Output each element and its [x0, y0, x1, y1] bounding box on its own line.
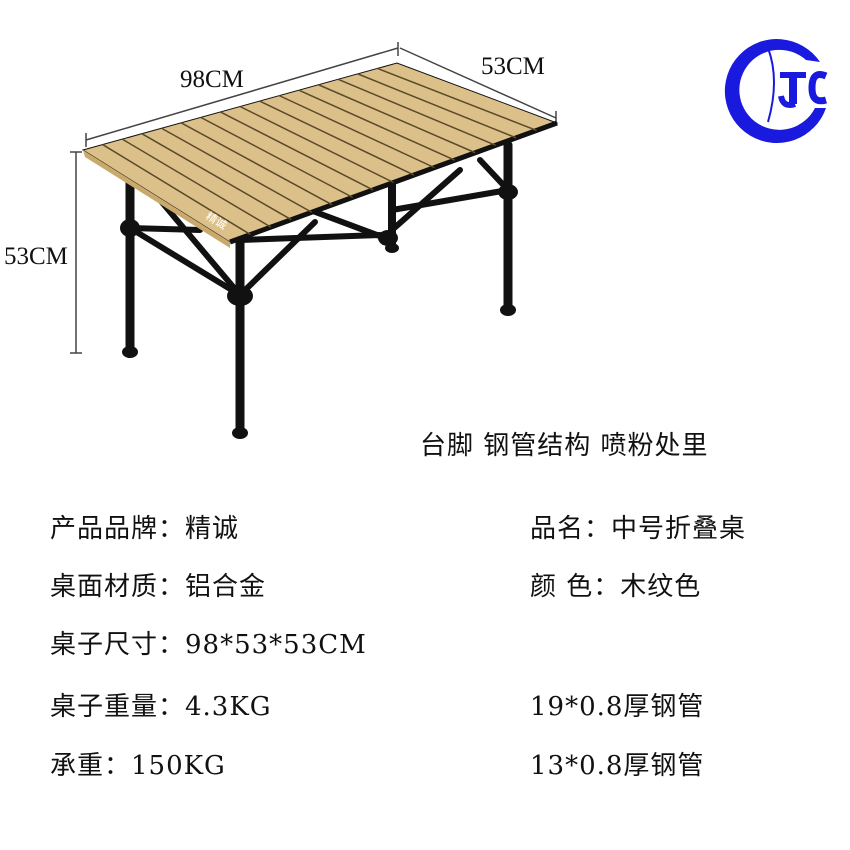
spec-color: 颜 色：木纹色: [530, 572, 702, 602]
slat-line: [278, 94, 435, 169]
slat-line: [200, 116, 353, 199]
slat-line: [259, 100, 415, 176]
slat-line: [377, 67, 537, 132]
spec-size: 桌子尺寸：98*53*53CM: [50, 630, 367, 660]
spec-load: 承重：150KG: [50, 751, 226, 781]
slat-line: [337, 78, 496, 147]
slat-line: [141, 133, 292, 221]
tabletop-slats: [102, 67, 537, 236]
leg-joints: [120, 184, 518, 439]
slat-line: [298, 89, 456, 161]
spec-tube-13: 13*0.8厚钢管: [530, 751, 705, 781]
slat-line: [239, 105, 394, 184]
slat-line: [161, 127, 313, 213]
length-label: 98CM: [180, 66, 244, 93]
spec-brand: 产品品牌：精诚: [50, 514, 240, 544]
spec-material: 桌面材质：铝合金: [50, 572, 267, 602]
slat-line: [318, 84, 476, 154]
slat-line: [357, 73, 517, 139]
dimension-lines: [70, 42, 557, 354]
slat-line: [102, 143, 251, 236]
width-label: 53CM: [481, 53, 545, 80]
spec-product-name: 品名：中号折叠桌: [530, 514, 747, 544]
spec-weight: 桌子重量：4.3KG: [50, 692, 272, 722]
slat-line: [180, 122, 333, 206]
brand-logo: [724, 39, 828, 144]
height-label: 53CM: [4, 243, 68, 270]
slat-line: [220, 111, 374, 191]
caption: 台脚 钢管结构 喷粉处里: [420, 431, 709, 461]
table-frame: [125, 140, 513, 437]
spec-tube-19: 19*0.8厚钢管: [530, 692, 705, 722]
slat-line: [121, 138, 272, 228]
